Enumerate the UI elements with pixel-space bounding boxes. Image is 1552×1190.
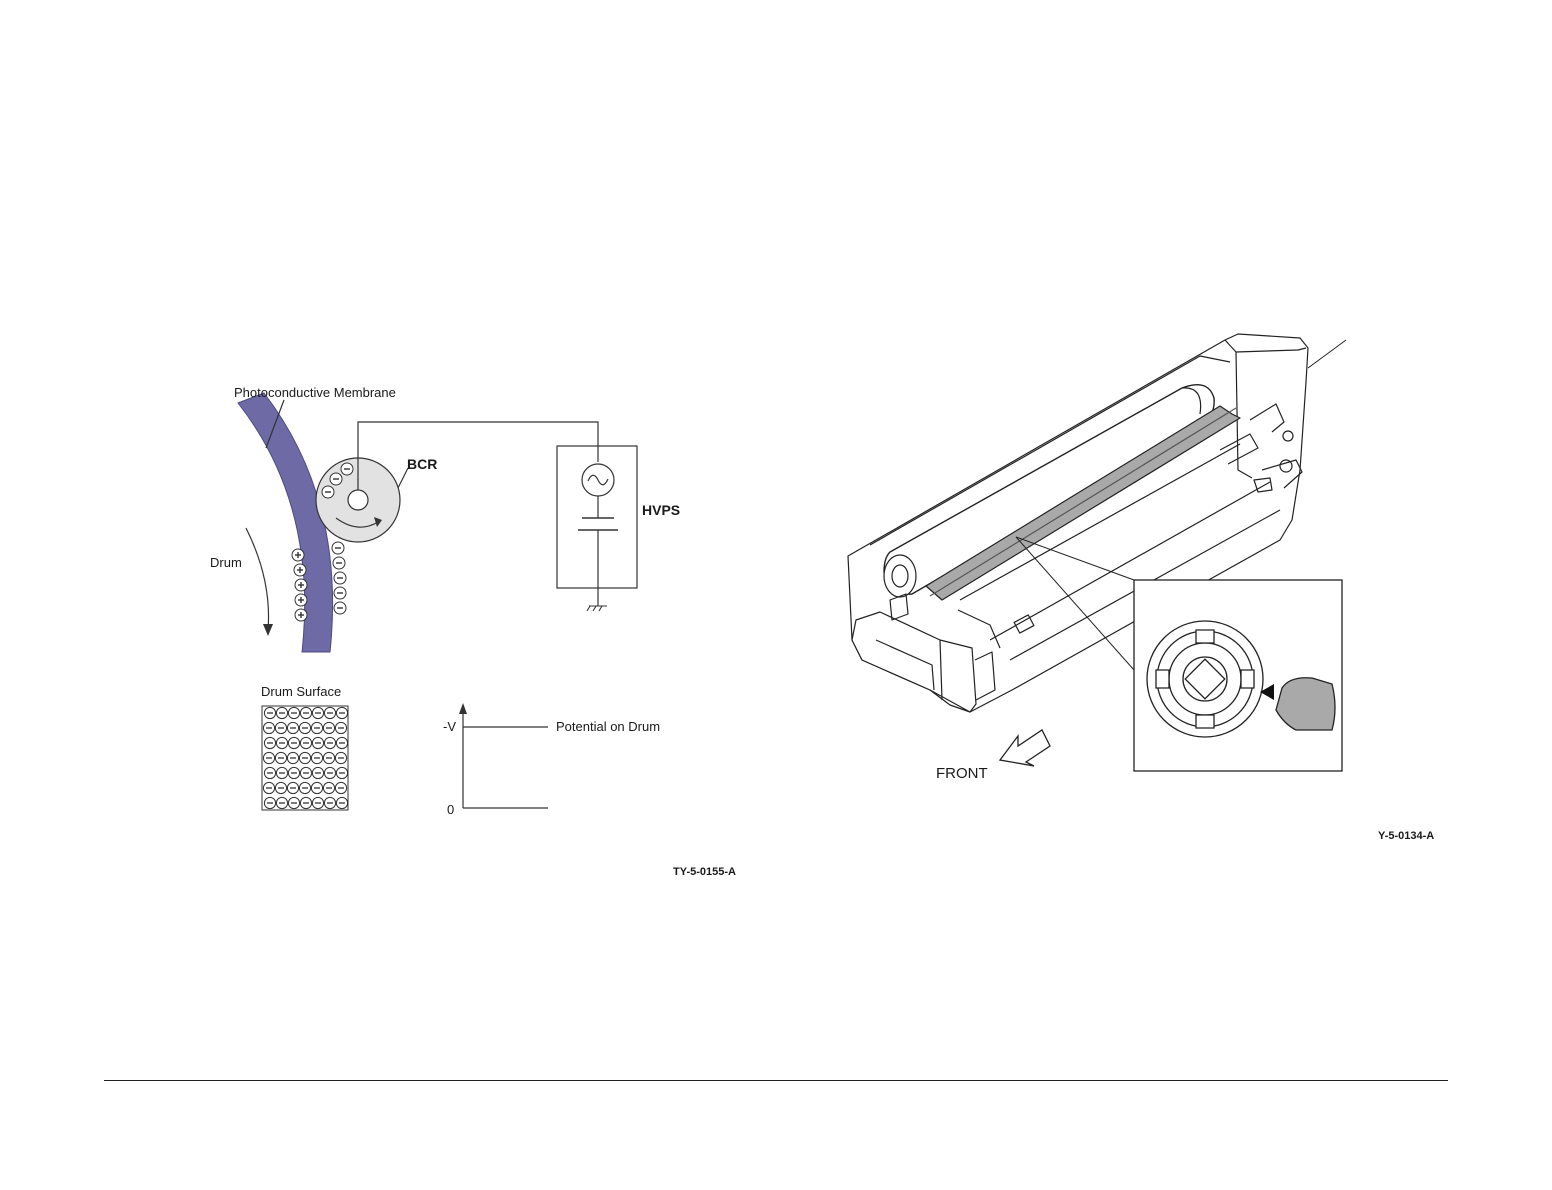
figure-id-right: Y-5-0134-A xyxy=(1378,831,1434,842)
page-footer-rule xyxy=(104,1080,1448,1081)
front-label: FRONT xyxy=(936,766,988,781)
drum-end xyxy=(884,555,916,597)
drum-gear-detail xyxy=(1147,621,1263,737)
coupling-handle xyxy=(1276,678,1335,730)
front-direction-arrow xyxy=(1000,730,1050,766)
